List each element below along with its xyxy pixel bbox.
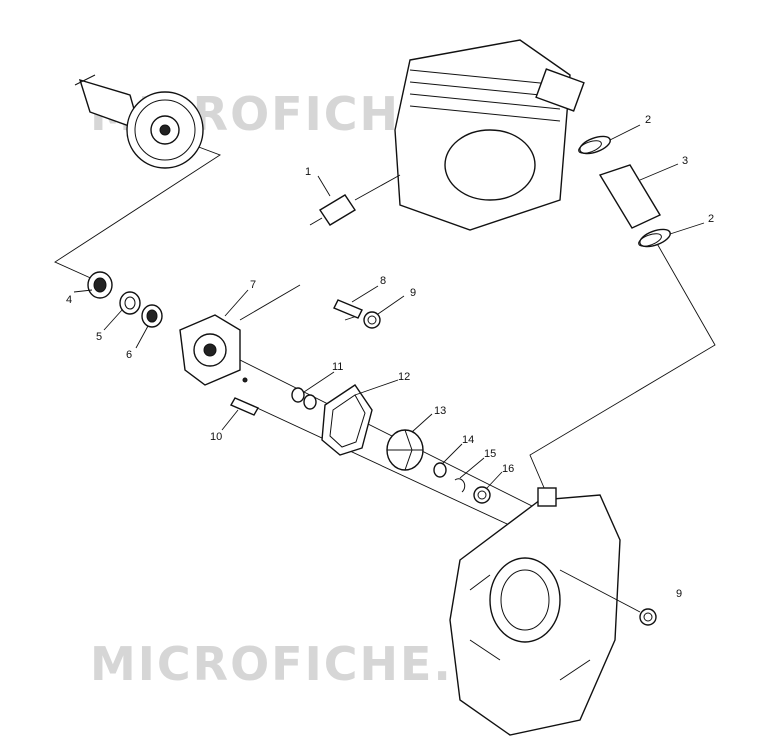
crankcase-cover [449, 487, 621, 736]
part-12-gasket [321, 384, 373, 456]
part-13-impeller [386, 429, 424, 471]
part-4-bearing [87, 271, 113, 299]
callout-11: 11 [332, 361, 343, 373]
callout-7: 7 [250, 279, 256, 291]
callout-9-lower: 9 [676, 588, 682, 600]
part-7-pump-housing [179, 314, 241, 386]
callout-15: 15 [484, 448, 496, 460]
cylinder-block [394, 39, 585, 231]
gear-shaft-assembly [74, 74, 204, 169]
callout-6: 6 [126, 349, 132, 361]
part-1-temperature-sensor [309, 174, 401, 226]
part-2-hose-clamp-upper [578, 135, 611, 155]
part-9-nut-lower [559, 569, 657, 626]
callout-13: 13 [434, 405, 446, 417]
callout-8: 8 [380, 275, 386, 287]
callout-12: 12 [398, 371, 410, 383]
callout-1: 1 [305, 166, 311, 178]
callout-5: 5 [96, 331, 102, 343]
callout-4: 4 [66, 294, 72, 306]
part-11-o-rings [242, 377, 317, 410]
part-16-nut [473, 486, 491, 504]
part-15-clip [454, 478, 466, 493]
callout-9-upper: 9 [410, 287, 416, 299]
part-2-hose-clamp-lower [638, 228, 671, 248]
callout-14: 14 [462, 434, 474, 446]
callout-16: 16 [502, 463, 514, 475]
assembly-lines [54, 139, 716, 531]
part-6-seal [141, 304, 163, 328]
part-14-washer [433, 462, 447, 478]
part-9-nut-upper [363, 311, 381, 329]
callout-2-upper: 2 [645, 114, 651, 126]
callout-2-lower: 2 [708, 213, 714, 225]
callout-3: 3 [682, 155, 688, 167]
part-5-spacer [119, 291, 141, 315]
part-3-coolant-hose [598, 164, 662, 229]
callout-10: 10 [210, 431, 222, 443]
part-8-stud [333, 299, 363, 319]
part-10-stud [230, 397, 259, 416]
callout-leaders [73, 124, 705, 489]
